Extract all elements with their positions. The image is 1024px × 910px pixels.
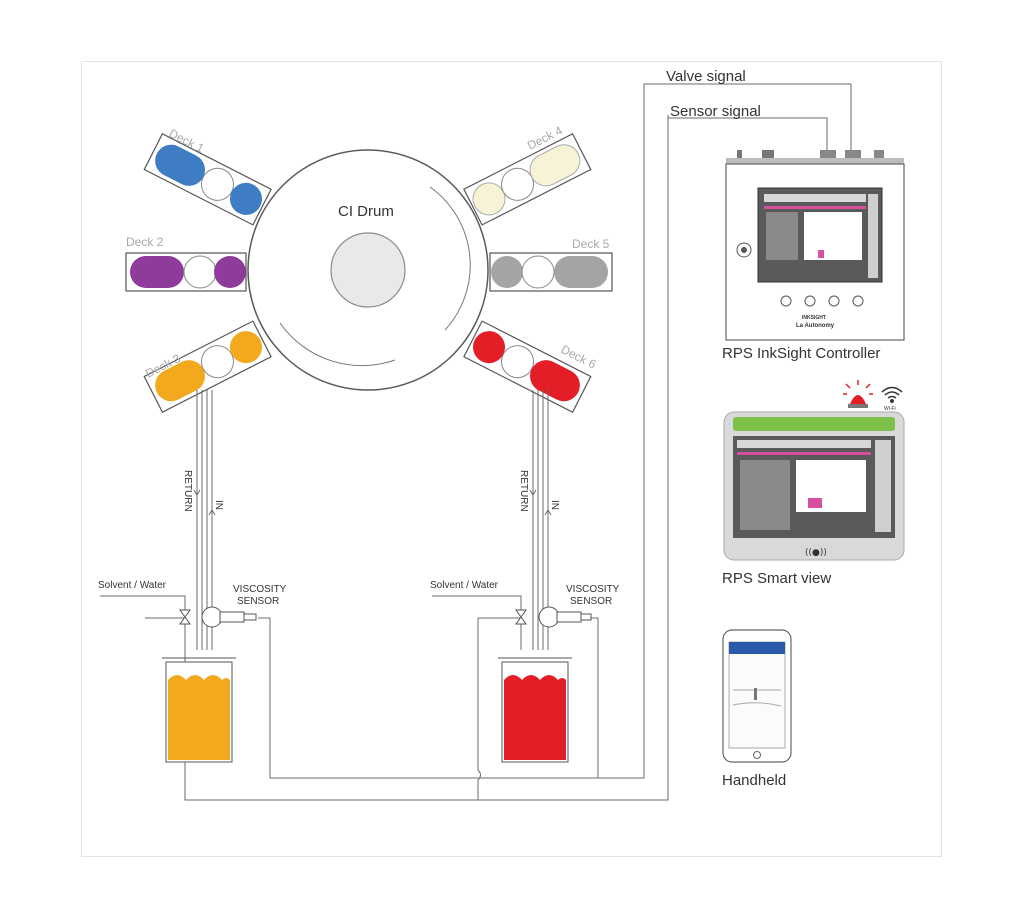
smart-view-tablet: ((●)) [723, 411, 905, 561]
right-sensor-label-2: SENSOR [570, 596, 612, 607]
deck-4 [463, 133, 592, 226]
left-ink-tank [162, 657, 236, 763]
right-sensor-label-1: VISCOSITY [566, 584, 620, 595]
tablet-speaker-icon: ((●)) [805, 548, 827, 558]
left-valve [179, 609, 191, 625]
deck-2 [125, 252, 247, 292]
left-sensor-label-2: SENSOR [237, 596, 279, 607]
deck-1 [143, 133, 272, 226]
sensor-signal-label: Sensor signal [670, 103, 761, 120]
smart-view-caption: RPS Smart view [722, 570, 831, 587]
handheld-phone [722, 629, 792, 763]
right-in-label: IN [549, 500, 560, 510]
diagram-frame [81, 61, 942, 857]
controller-caption: RPS InkSight Controller [722, 345, 880, 362]
ci-drum: CI Drum [247, 149, 489, 391]
left-sensor-label-1: VISCOSITY [233, 584, 287, 595]
deck-3 [143, 320, 272, 413]
right-viscosity-sensor [538, 606, 592, 628]
left-viscosity-sensor [201, 606, 257, 628]
left-solvent-label: Solvent / Water [98, 580, 167, 591]
wifi-label: Wi-Fi [884, 406, 896, 412]
wifi-icon [881, 386, 903, 403]
right-ink-tank [498, 657, 572, 763]
left-circuit-pipes [100, 95, 669, 801]
handheld-caption: Handheld [722, 772, 786, 789]
deck-5 [489, 252, 613, 292]
right-solvent-label: Solvent / Water [430, 580, 499, 591]
right-return-label: RETURN [518, 470, 529, 512]
right-valve [515, 609, 527, 625]
alarm-beacon-icon [843, 380, 873, 408]
controller-brand-1: INKSIGHT [802, 315, 826, 321]
signal-lines [643, 83, 852, 152]
left-in-label: IN [213, 500, 224, 510]
drum-label: CI Drum [338, 203, 394, 220]
controller-brand-2: La Autonomy [796, 323, 835, 329]
deck-5-label: Deck 5 [572, 237, 610, 251]
deck-2-label: Deck 2 [126, 235, 164, 249]
valve-signal-label: Valve signal [666, 68, 746, 85]
inksight-controller: INKSIGHT La Autonomy [725, 150, 905, 341]
left-return-label: RETURN [182, 470, 193, 512]
deck-6 [463, 320, 592, 413]
